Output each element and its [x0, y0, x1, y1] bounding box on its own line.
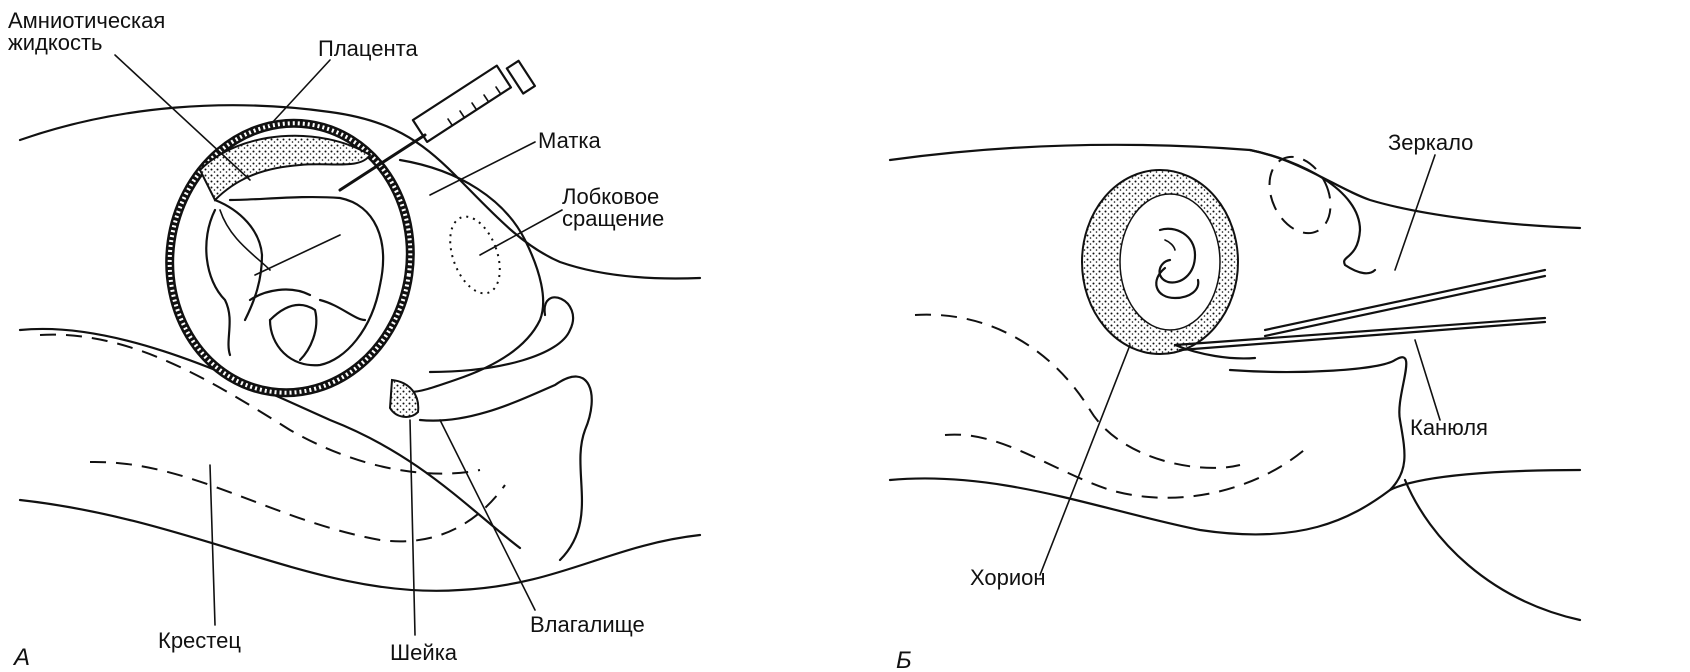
leader-lines-b	[1039, 154, 1441, 576]
label-uterus: Матка	[538, 128, 602, 153]
label-pubic-symphysis-line2: сращение	[562, 206, 664, 231]
label-amniotic-fluid-line1: Амниотическая	[8, 8, 165, 33]
embryo-b	[1155, 227, 1200, 300]
abdominal-wall-outline-a	[18, 104, 702, 280]
cannula-b	[1173, 316, 1547, 352]
panel-letter-b: Б	[896, 647, 912, 672]
leader-lines-a	[114, 54, 563, 636]
perineum-outline-a	[18, 498, 702, 592]
abdominal-wall-outline-b	[888, 143, 1582, 230]
label-cannula: Канюля	[1410, 415, 1488, 440]
fetus-a	[205, 195, 385, 367]
sacrum-curve-b-upper	[914, 313, 1241, 469]
uterus-outline-b	[1248, 148, 1377, 275]
label-vagina: Влагалище	[530, 612, 645, 637]
lower-body-outline-b	[1228, 356, 1408, 492]
pubic-symphysis-b	[1268, 155, 1332, 235]
vagina-outline-a	[418, 375, 593, 562]
sacrum-curve-a-upper	[39, 333, 481, 475]
lower-body-outline-a	[18, 327, 522, 550]
buttock-outline-b	[1403, 478, 1582, 622]
sacrum-curve-a-lower	[89, 460, 506, 543]
label-chorion: Хорион	[970, 565, 1046, 590]
gestational-sac-cavity-b	[1119, 193, 1221, 331]
label-amniotic-fluid-line2: жидкость	[8, 30, 103, 55]
amniotic-sac-wall-inner-a	[167, 121, 413, 395]
pubic-symphysis-a	[449, 215, 501, 295]
label-sacrum: Крестец	[158, 628, 241, 653]
panel-letter-a: А	[12, 644, 30, 671]
syringe-a	[338, 59, 537, 192]
sacrum-curve-b-lower	[944, 433, 1311, 499]
uterus-outline-a	[398, 158, 545, 394]
label-cervix: Шейка	[390, 640, 458, 665]
label-speculum: Зеркало	[1388, 130, 1473, 155]
speculum-b	[1263, 268, 1547, 338]
bladder-outline-a	[428, 296, 574, 374]
label-placenta: Плацента	[318, 36, 418, 61]
perineum-outline-b	[888, 468, 1582, 536]
panel-a-amniocentesis: Амниотическая жидкость Плацента Матка Ло…	[8, 8, 702, 671]
label-pubic-symphysis-line1: Лобковое	[562, 184, 659, 209]
cannula-tip-b	[1173, 343, 1257, 360]
cervix-a	[388, 378, 420, 418]
panel-b-chorionic-villus-sampling: Зеркало Канюля Хорион Б	[888, 130, 1582, 672]
